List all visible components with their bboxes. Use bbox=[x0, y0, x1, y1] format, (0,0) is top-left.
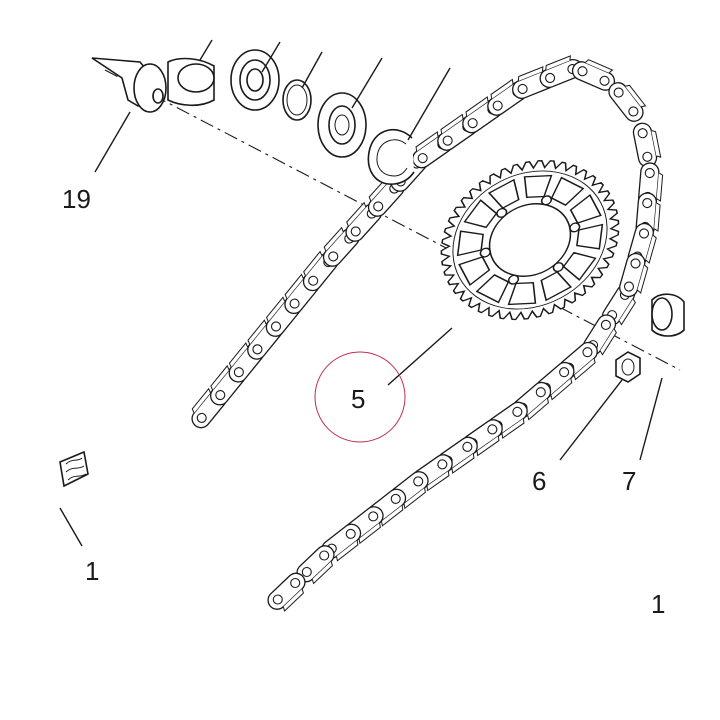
rear-sprocket bbox=[440, 159, 620, 321]
sprocket-bolt-hole bbox=[507, 274, 520, 285]
sprocket-window bbox=[576, 223, 604, 250]
snap-ring-large bbox=[367, 128, 415, 185]
leader-5 bbox=[387, 327, 453, 386]
leader-19 bbox=[94, 111, 131, 173]
leader-hub-a bbox=[199, 39, 213, 61]
chain-guide-fragment bbox=[59, 450, 89, 488]
sprocket-window bbox=[569, 194, 602, 224]
sprocket-bolt-hole bbox=[540, 195, 553, 206]
sprocket-window bbox=[463, 199, 498, 229]
center-axis-line bbox=[104, 69, 681, 371]
sprocket-window bbox=[523, 174, 553, 199]
wheel-bearing bbox=[230, 49, 280, 111]
sprocket-window bbox=[456, 230, 484, 257]
callout-5: 5 bbox=[351, 384, 365, 414]
wheel-hub bbox=[91, 57, 215, 113]
sprocket-bolt-hole bbox=[496, 207, 508, 218]
cush-drive-boss bbox=[651, 293, 685, 337]
leader-snap-ring-small bbox=[301, 51, 323, 89]
callout-1: 1 bbox=[85, 556, 99, 586]
chain-link bbox=[631, 120, 663, 169]
sprocket-window bbox=[562, 251, 597, 281]
callout-7: 7 bbox=[622, 466, 636, 496]
leader-seal bbox=[351, 57, 383, 109]
callout-19: 19 bbox=[62, 184, 91, 214]
callout-1-right-edge: 1 bbox=[651, 589, 665, 619]
sprocket-window bbox=[540, 271, 573, 302]
leader-snap-ring-large bbox=[407, 67, 451, 141]
sprocket-bolt-hole bbox=[569, 222, 581, 233]
leader-bearing bbox=[261, 41, 281, 73]
leader-6 bbox=[559, 379, 623, 461]
sprocket-window bbox=[458, 256, 491, 286]
sprocket-window bbox=[550, 176, 585, 206]
leader-7 bbox=[639, 377, 663, 461]
sprocket-bolt-hole bbox=[552, 262, 564, 273]
callout-5-highlight-circle bbox=[314, 351, 406, 443]
sprocket-window bbox=[475, 274, 510, 304]
snap-ring-small bbox=[282, 79, 312, 121]
seal-spacer bbox=[317, 92, 367, 158]
sprocket-window bbox=[507, 281, 537, 306]
sprocket-window bbox=[487, 178, 520, 209]
chain-strand-right bbox=[263, 280, 642, 617]
callout-6: 6 bbox=[532, 466, 546, 496]
leader-1 bbox=[59, 507, 83, 547]
sprocket-nut bbox=[615, 351, 641, 383]
sprocket-bolt-hole bbox=[479, 247, 491, 258]
